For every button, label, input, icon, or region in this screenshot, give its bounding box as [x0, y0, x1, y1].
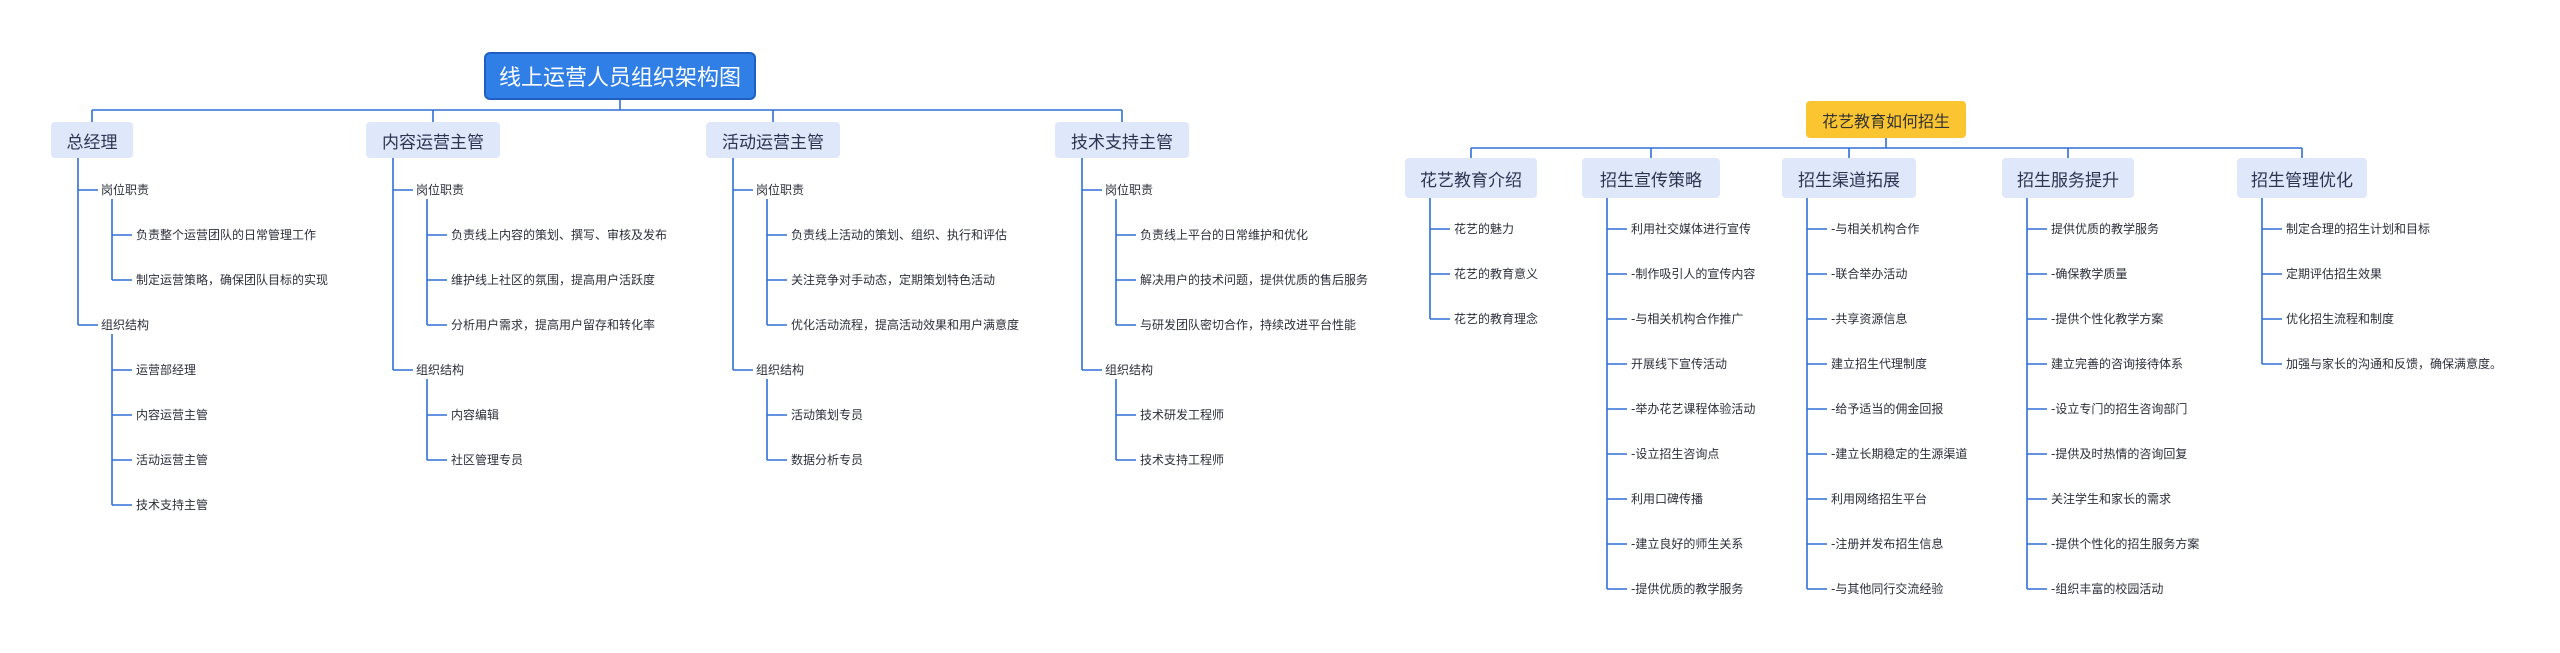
list-item: -提供个性化教学方案: [2051, 312, 2164, 326]
list-item: 活动运营主管: [136, 453, 209, 467]
list-item: 关注竞争对手动态，定期策划特色活动: [791, 273, 996, 287]
list-item: 提供优质的教学服务: [2051, 222, 2160, 236]
list-item: -提供及时热情的咨询回复: [2051, 447, 2188, 461]
list-item: -与相关机构合作推广: [1631, 312, 1744, 326]
branch-2: 内容运营主管: [366, 122, 500, 158]
list-item: 维护线上社区的氛围，提高用户活跃度: [451, 273, 656, 287]
list-item: 利用网络招生平台: [1831, 492, 1928, 506]
branch-1: 总经理: [51, 122, 133, 158]
list-item: -联合举办活动: [1831, 267, 1908, 281]
list-item: -提供优质的教学服务: [1631, 582, 1744, 596]
group-label: 组织结构: [101, 318, 150, 332]
list-item: 分析用户需求，提高用户留存和转化率: [451, 318, 656, 332]
list-item: 技术支持工程师: [1140, 453, 1225, 467]
group-label: 组织结构: [416, 363, 465, 377]
branch-3: 招生渠道拓展: [1782, 158, 1916, 198]
list-item: 负责整个运营团队的日常管理工作: [136, 228, 317, 242]
list-item: -注册并发布招生信息: [1831, 537, 1944, 551]
list-item: 利用口碑传播: [1631, 492, 1704, 506]
list-item: -设立专门的招生咨询部门: [2051, 402, 2188, 416]
list-item: -共享资源信息: [1831, 312, 1908, 326]
list-item: 加强与家长的沟通和反馈，确保满意度。: [2286, 357, 2503, 371]
list-item: 技术研发工程师: [1140, 408, 1225, 422]
list-item: 制定运营策略，确保团队目标的实现: [136, 273, 329, 287]
group-label: 组织结构: [756, 363, 805, 377]
list-item: -设立招生咨询点: [1631, 447, 1720, 461]
list-item: -制作吸引人的宣传内容: [1631, 267, 1756, 281]
group-label: 岗位职责: [416, 183, 465, 197]
branch-4: 技术支持主管: [1055, 122, 1189, 158]
branch-5: 招生管理优化: [2237, 158, 2367, 198]
branch-2: 招生宣传策略: [1582, 158, 1720, 198]
list-item: -建立长期稳定的生源渠道: [1831, 447, 1968, 461]
list-item: 负责线上内容的策划、撰写、审核及发布: [451, 228, 668, 242]
list-item: -确保教学质量: [2051, 267, 2128, 281]
list-item: 建立招生代理制度: [1831, 357, 1928, 371]
group-label: 岗位职责: [1105, 183, 1154, 197]
list-item: 与研发团队密切合作，持续改进平台性能: [1140, 318, 1357, 332]
branch-3: 活动运营主管: [706, 122, 840, 158]
list-item: 开展线下宣传活动: [1631, 357, 1728, 371]
list-item: 负责线上活动的策划、组织、执行和评估: [791, 228, 1008, 242]
list-item: 数据分析专员: [791, 453, 864, 467]
list-item: -提供个性化的招生服务方案: [2051, 537, 2200, 551]
branch-4: 招生服务提升: [2002, 158, 2134, 198]
list-item: 花艺的魅力: [1454, 222, 1515, 236]
group-label: 岗位职责: [101, 183, 150, 197]
group-label: 岗位职责: [756, 183, 805, 197]
list-item: 负责线上平台的日常维护和优化: [1140, 228, 1309, 242]
list-item: -组织丰富的校园活动: [2051, 582, 2164, 596]
list-item: 活动策划专员: [791, 408, 864, 422]
list-item: 社区管理专员: [451, 453, 524, 467]
group-label: 组织结构: [1105, 363, 1154, 377]
list-item: 定期评估招生效果: [2286, 267, 2383, 281]
list-item: 关注学生和家长的需求: [2051, 492, 2172, 506]
list-item: 利用社交媒体进行宣传: [1631, 222, 1752, 236]
mindmap-root-title: 线上运营人员组织架构图: [484, 52, 756, 100]
list-item: -与相关机构合作: [1831, 222, 1920, 236]
list-item: 花艺的教育意义: [1454, 267, 1539, 281]
branch-1: 花艺教育介绍: [1405, 158, 1537, 198]
list-item: 解决用户的技术问题，提供优质的售后服务: [1140, 273, 1369, 287]
list-item: 建立完善的咨询接待体系: [2051, 357, 2184, 371]
list-item: 制定合理的招生计划和目标: [2286, 222, 2431, 236]
list-item: -举办花艺课程体验活动: [1631, 402, 1756, 416]
list-item: -与其他同行交流经验: [1831, 582, 1944, 596]
list-item: 技术支持主管: [136, 498, 209, 512]
list-item: 花艺的教育理念: [1454, 312, 1539, 326]
list-item: -给予适当的佣金回报: [1831, 402, 1944, 416]
list-item: 优化活动流程，提高活动效果和用户满意度: [791, 318, 1020, 332]
list-item: 优化招生流程和制度: [2286, 312, 2395, 326]
list-item: 内容编辑: [451, 408, 500, 422]
list-item: 内容运营主管: [136, 408, 209, 422]
list-item: -建立良好的师生关系: [1631, 537, 1744, 551]
list-item: 运营部经理: [136, 363, 197, 377]
mindmap-root-title: 花艺教育如何招生: [1806, 101, 1966, 138]
